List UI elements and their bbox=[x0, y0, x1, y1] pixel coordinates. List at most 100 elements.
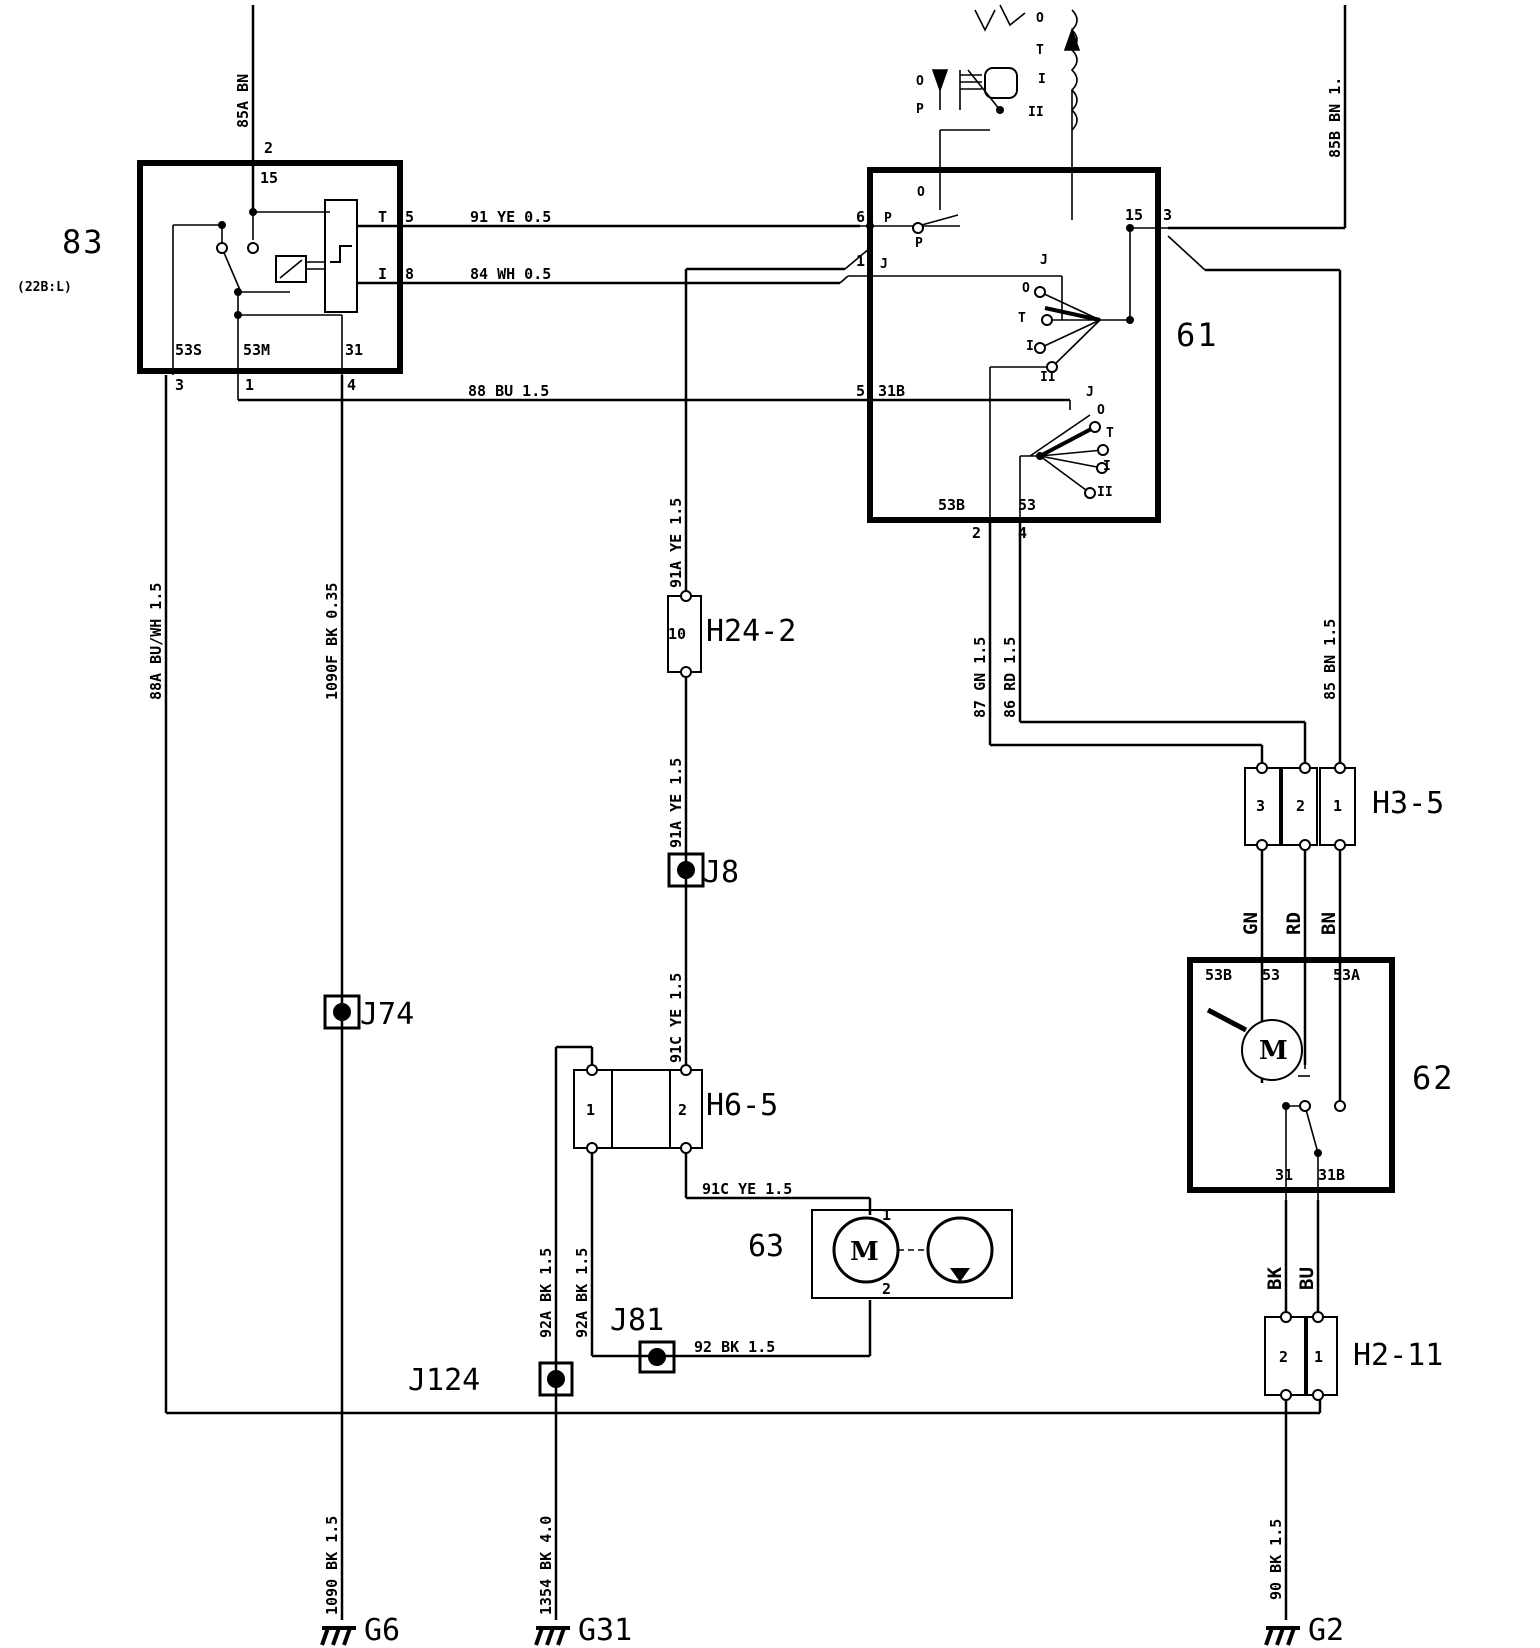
pin-53s: 53S bbox=[175, 341, 202, 359]
pin-1: 1 bbox=[882, 1206, 891, 1224]
junction-j8: J8 bbox=[667, 852, 739, 890]
junction-j81: J81 bbox=[610, 1303, 676, 1374]
lever-i: I bbox=[1038, 72, 1046, 87]
num-2: 2 bbox=[264, 139, 273, 157]
wire-1354: 1354 BK 4.0 bbox=[537, 1516, 555, 1615]
wire-85a: 85A BN bbox=[234, 74, 252, 128]
h6-pin-1: 1 bbox=[586, 1101, 595, 1119]
connector-h24-2: 10 H24-2 bbox=[667, 590, 796, 678]
j81-label: J81 bbox=[610, 1303, 664, 1338]
pin-53m: 53M bbox=[243, 341, 270, 359]
pin-53b: 53B bbox=[938, 496, 965, 514]
wire-92a-left: 92A BK 1.5 bbox=[537, 1248, 555, 1338]
pos-p-lower: P bbox=[915, 236, 923, 251]
num-1: 1 bbox=[245, 376, 254, 394]
num-5: 5 bbox=[405, 208, 414, 226]
lever-symbol: O P O T I II bbox=[916, 4, 1081, 120]
num-3: 3 bbox=[1163, 206, 1172, 224]
j124-label: J124 bbox=[408, 1363, 480, 1398]
pos-t-upper: T bbox=[1018, 311, 1026, 326]
washer-pump-63: M 63 1 2 bbox=[748, 1206, 1013, 1299]
wiper-motor-62: M 62 53B 53 53A 31 31B bbox=[1187, 957, 1455, 1193]
j8-label: J8 bbox=[703, 855, 739, 890]
h2-pin-2: 2 bbox=[1279, 1348, 1288, 1366]
relay-83: 83 (22B:L) 53S 53M 31 15 T I 2 3 1 4 5 8 bbox=[17, 139, 414, 394]
pos-j-lower: J bbox=[1086, 385, 1094, 400]
wire-84: 84 WH 0.5 bbox=[470, 265, 551, 283]
component-61-label: 61 bbox=[1176, 316, 1219, 354]
num-2: 2 bbox=[972, 524, 981, 542]
motor-62-m: M bbox=[1259, 1036, 1288, 1066]
wire-91c: 91C YE 1.5 bbox=[667, 973, 685, 1063]
h6-label: H6-5 bbox=[706, 1088, 778, 1123]
wire-92: 92 BK 1.5 bbox=[694, 1338, 775, 1356]
pos-t-lower: T bbox=[1106, 426, 1114, 441]
connector-h6-5: 1 2 H6-5 bbox=[573, 1064, 778, 1154]
pos-p-left: P bbox=[884, 211, 892, 226]
switch-61: 61 31B 53B 53 15 6 1 5 3 2 4 O P P J J O… bbox=[856, 167, 1219, 542]
num-5: 5 bbox=[856, 382, 865, 400]
wire-bk: BK bbox=[1264, 1267, 1286, 1290]
lever-o-left: O bbox=[916, 74, 924, 89]
h24-pin-10: 10 bbox=[668, 625, 686, 643]
ground-g6: G6 bbox=[320, 1613, 400, 1648]
pin-15: 15 bbox=[260, 169, 278, 187]
ground-g31: G31 bbox=[534, 1613, 632, 1648]
component-63-label: 63 bbox=[748, 1229, 784, 1264]
component-83-label: 83 bbox=[62, 223, 105, 261]
pos-i-lower: I bbox=[1103, 459, 1111, 474]
h3-pin-3: 3 bbox=[1256, 797, 1265, 815]
num-4: 4 bbox=[1018, 524, 1027, 542]
pin-31: 31 bbox=[1275, 1166, 1293, 1184]
num-3: 3 bbox=[175, 376, 184, 394]
component-83-sublabel: (22B:L) bbox=[17, 280, 72, 295]
lever-o: O bbox=[1036, 11, 1044, 26]
wire-91: 91 YE 0.5 bbox=[470, 208, 551, 226]
wire-bu: BU bbox=[1296, 1267, 1318, 1290]
connector-h2-11: 2 1 H2-11 bbox=[1264, 1311, 1443, 1401]
g6-label: G6 bbox=[364, 1613, 400, 1648]
wire-88: 88 BU 1.5 bbox=[468, 382, 549, 400]
pin-31b: 31B bbox=[1318, 1166, 1345, 1184]
wire-91a-mid: 91A YE 1.5 bbox=[667, 758, 685, 848]
wire-90: 90 BK 1.5 bbox=[1267, 1519, 1285, 1600]
pos-ii-lower: II bbox=[1097, 485, 1113, 500]
pos-j: J bbox=[880, 257, 888, 272]
g2-label: G2 bbox=[1308, 1613, 1344, 1648]
motor-63-m: M bbox=[850, 1237, 879, 1267]
wire-gn: GN bbox=[1240, 912, 1262, 935]
component-62-label: 62 bbox=[1412, 1059, 1455, 1097]
h2-pin-1: 1 bbox=[1314, 1348, 1323, 1366]
wire-1090: 1090 BK 1.5 bbox=[323, 1516, 341, 1615]
num-6: 6 bbox=[856, 208, 865, 226]
wire-rd: RD bbox=[1283, 912, 1305, 935]
wire-91c-horizontal: 91C YE 1.5 bbox=[702, 1180, 792, 1198]
lever-ii: II bbox=[1028, 105, 1044, 120]
pin-15: 15 bbox=[1125, 206, 1143, 224]
num-1: 1 bbox=[856, 252, 865, 270]
pos-i-upper: I bbox=[1026, 339, 1034, 354]
pin-2: 2 bbox=[882, 1280, 891, 1298]
pin-53: 53 bbox=[1018, 496, 1036, 514]
pos-o-upper: O bbox=[1022, 281, 1030, 296]
ground-g2: G2 bbox=[1264, 1613, 1344, 1648]
pin-t: T bbox=[378, 208, 387, 226]
pos-o-lower: O bbox=[1097, 403, 1105, 418]
lever-p: P bbox=[916, 102, 924, 117]
pin-53a: 53A bbox=[1333, 966, 1360, 984]
h3-label: H3-5 bbox=[1372, 786, 1444, 821]
g31-label: G31 bbox=[578, 1613, 632, 1648]
pin-53b: 53B bbox=[1205, 966, 1232, 984]
pin-31b: 31B bbox=[878, 382, 905, 400]
h3-pin-2: 2 bbox=[1296, 797, 1305, 815]
lever-t: T bbox=[1036, 43, 1044, 58]
wiring bbox=[164, 5, 1347, 1620]
h24-label: H24-2 bbox=[706, 614, 796, 649]
wire-87: 87 GN 1.5 bbox=[971, 637, 989, 718]
wire-bn: BN bbox=[1318, 912, 1340, 935]
num-4: 4 bbox=[347, 376, 356, 394]
pos-j-upper: J bbox=[1040, 253, 1048, 268]
wire-88a: 88A BU/WH 1.5 bbox=[147, 583, 165, 700]
wire-1090f: 1090F BK 0.35 bbox=[323, 583, 341, 700]
